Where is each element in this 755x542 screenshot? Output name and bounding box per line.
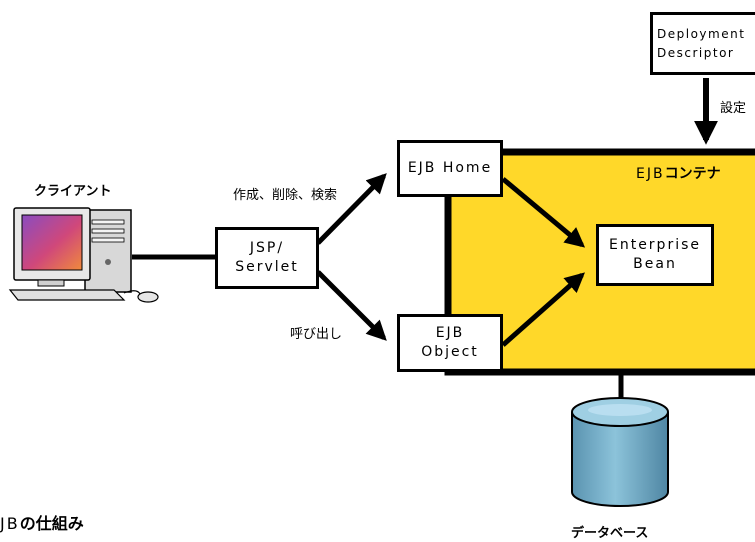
- ejb-home-box: EJB Home: [397, 140, 503, 197]
- ejb-container-label: EJBコンテナ: [636, 163, 721, 183]
- client-label: クライアント: [34, 180, 111, 199]
- ejb-container-label-suffix: コンテナ: [665, 166, 721, 182]
- ejb-container-label-prefix: EJB: [636, 166, 665, 182]
- diagram-caption: JBの仕組み: [0, 510, 84, 534]
- create-delete-search-label: 作成、削除、検索: [233, 184, 337, 203]
- config-label: 設定: [720, 97, 746, 116]
- call-label: 呼び出し: [290, 323, 342, 342]
- database-icon: [572, 398, 668, 506]
- database-label: データベース: [571, 522, 648, 541]
- ejb-object-box: EJB Object: [397, 314, 503, 372]
- diagram-caption-prefix: JB: [0, 514, 20, 533]
- jsp-servlet-box: JSP/ Servlet: [215, 227, 319, 289]
- diagram-caption-suffix: の仕組み: [20, 514, 84, 533]
- enterprise-bean-box: Enterprise Bean: [596, 224, 714, 286]
- deployment-descriptor-box: Deployment Descriptor: [650, 12, 755, 75]
